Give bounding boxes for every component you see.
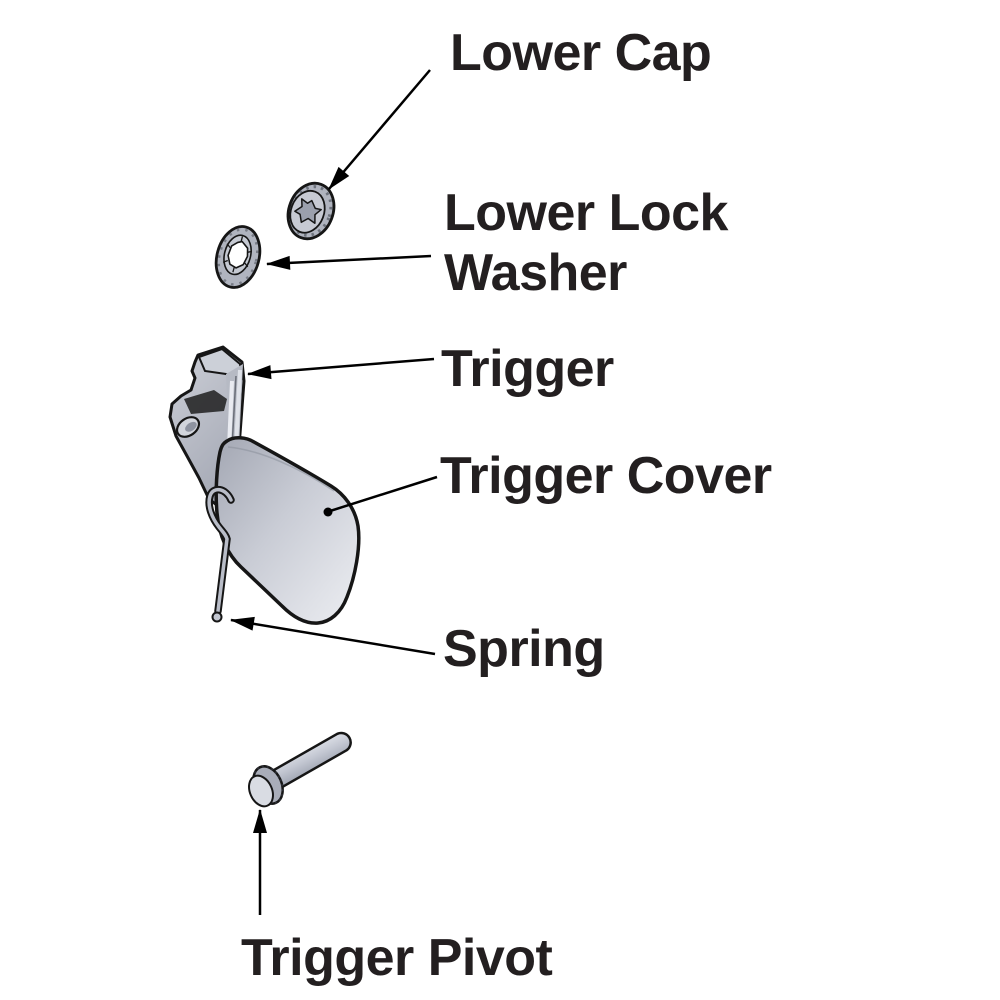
trigger-pivot-label: Trigger Pivot [241,929,553,987]
spring-leader-line [230,616,436,656]
trigger-pivot-hole [175,416,201,438]
lower-cap-prongs [294,198,322,224]
spring-part [205,485,235,623]
trigger-pivot-part [248,731,352,808]
trigger-cover-leader-dot [323,507,333,517]
trigger-shadow [184,390,227,414]
leader-lines [230,69,438,915]
spring-end-ball [211,611,223,623]
trigger-leader-line [247,357,435,380]
pivot-shaft [266,731,352,792]
trigger-label: Trigger [441,340,614,398]
trigger-cover-body [214,436,361,625]
trigger-cover-top-edge [227,446,335,492]
lower-lock-washer-label: Lower Lock Washer [444,184,728,302]
lock-washer-teeth [222,236,253,273]
spring-label: Spring [443,620,605,678]
trigger-cover-leader-line [329,475,438,513]
trigger-edge-highlight [227,380,234,448]
spring-wire [207,487,233,613]
trigger-edge-highlight-2 [234,369,242,448]
lower-cap-part [286,181,336,241]
lower-lock-washer-part [214,225,262,289]
lower-lock-washer-leader-line [266,254,432,270]
trigger-cover-label: Trigger Cover [440,447,772,505]
pivot-head-face [248,774,274,808]
trigger-edge-seam [231,375,237,448]
lower-cap-label: Lower Cap [450,24,712,82]
lower-cap-leader-line [328,69,431,190]
trigger-cover-part [214,436,361,625]
